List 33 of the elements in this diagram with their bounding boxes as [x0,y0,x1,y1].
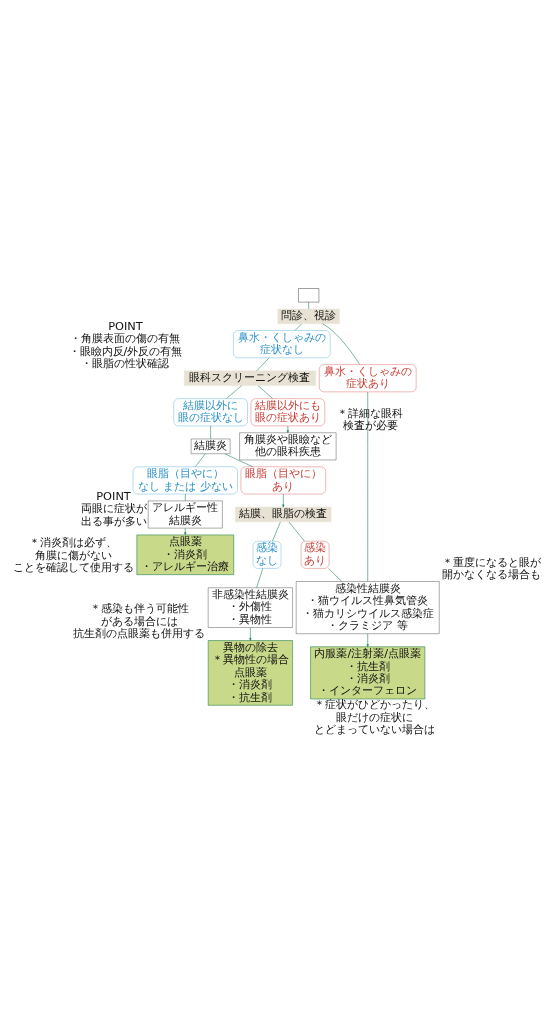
node-label: POINT [96,488,131,503]
node-box: 眼脂（目やに）あり [240,466,326,494]
node-label: ＊症状がひどかったり、眼だけの症状にとどまっていない場合は [313,696,435,736]
node-box: 角膜炎や眼瞼など他の眼科疾患 [239,432,337,460]
node-label: ＊消炎剤は必ず、角膜に傷がないことを確認して使用する [12,534,134,574]
arrow [282,493,285,507]
node-box: 眼脂（目やに）なし または 少ない [132,466,238,494]
node-box: 感染性結膜炎 ・猫ウイルス性鼻気管炎・猫カリシウイルス感染症・クラミジア 等 [296,580,440,634]
node-box: 結膜以外に眼の症状なし [173,397,248,426]
node-box: 点眼薬 ・消炎剤・アレルギー治療 [136,534,234,575]
node-box: 問診、視診 [277,308,340,324]
node-label: ・角膜表面の傷の有無・眼瞼内反/外反の有無・眼脂の性状確認 [68,330,183,370]
node-label: POINT [108,318,143,333]
arrow [249,626,252,641]
node-box: アレルギー性結膜炎 [148,500,223,528]
node-label: ＊詳細な眼科検査が必要 [337,405,404,432]
node-box: 内服薬/注射薬/点眼薬 ・抗生剤・消炎剤・インターフェロン [310,646,426,699]
node-label: ＊重度になると眼が開かなくなる場合も [441,554,541,581]
node-box: 鼻水・くしゃみの症状なし [233,329,331,358]
node-box: 非感染性結膜炎 ・外傷性・異物性 [208,587,293,628]
arrow [286,425,289,433]
node-box: 眼科スクリーニング検査 [184,370,316,386]
node-box: 結膜以外にも眼の症状あり [250,397,325,426]
node-box: 感染なし [252,540,282,569]
arrow [184,527,187,535]
arrow [366,633,369,647]
node-label: ＊感染も伴う可能性がある場合には抗生剤の点眼薬も併用する [73,600,206,640]
node-box: 鼻水・くしゃみの症状あり [319,363,417,392]
node-box: 感染あり [300,540,330,569]
node-box [298,287,320,302]
node-box: 結膜、眼脂の検査 [235,506,332,522]
node-label: 両眼に症状が出る事が多い [80,500,147,528]
node-box: 結膜炎 [190,438,231,454]
